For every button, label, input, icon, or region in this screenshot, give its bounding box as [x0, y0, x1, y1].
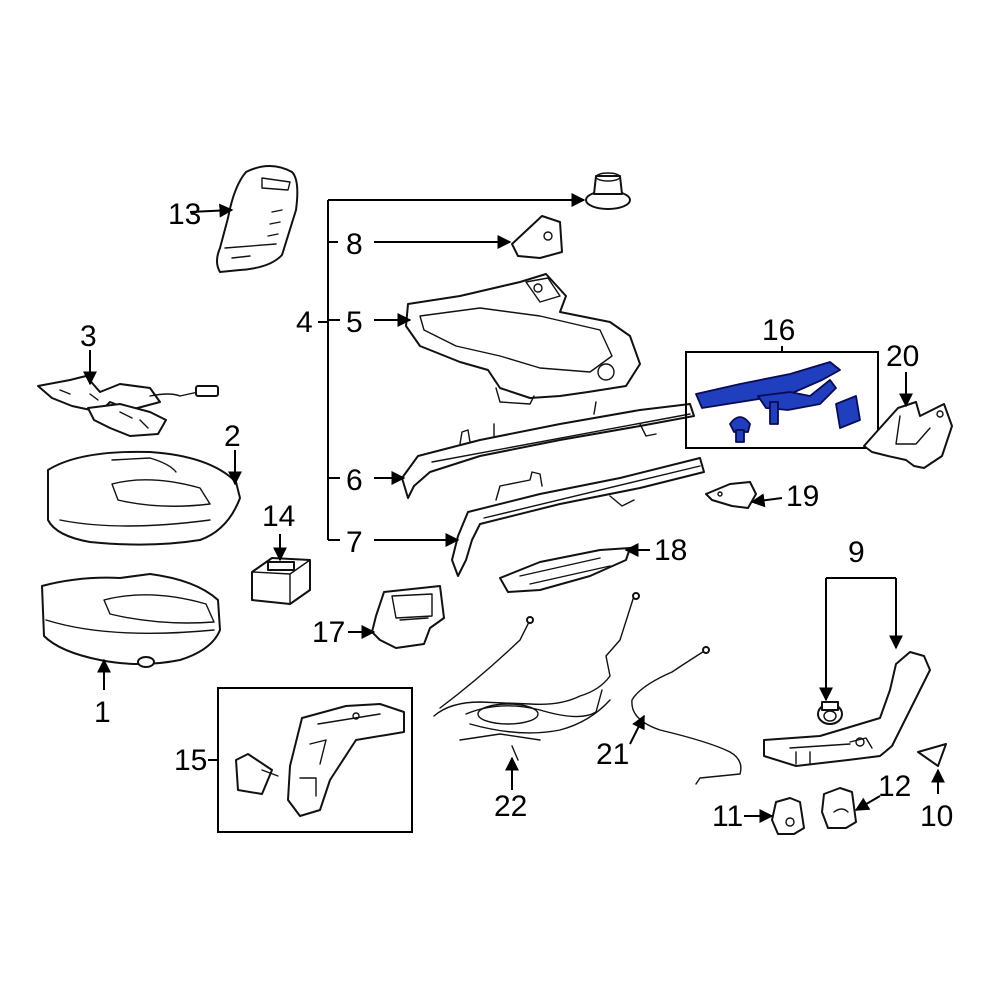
- callout-20[interactable]: 20: [886, 340, 919, 373]
- callout-7[interactable]: 7: [346, 526, 363, 559]
- callout-19[interactable]: 19: [786, 480, 819, 513]
- callout-9[interactable]: 9: [848, 536, 865, 569]
- part-14-control-module[interactable]: [251, 557, 311, 605]
- callout-18[interactable]: 18: [654, 534, 687, 567]
- callout-14[interactable]: 14: [262, 500, 295, 533]
- part-3-heater-mat[interactable]: [37, 375, 219, 437]
- part-8-bracket[interactable]: [511, 215, 563, 259]
- part-18-tray[interactable]: [499, 547, 631, 593]
- callout-6[interactable]: 6: [346, 464, 363, 497]
- callout-21[interactable]: 21: [596, 738, 629, 771]
- callout-4[interactable]: 4: [296, 306, 313, 339]
- callout-13[interactable]: 13: [168, 198, 201, 231]
- part-1-cushion-pad[interactable]: [41, 573, 221, 668]
- part-20-side-cover[interactable]: [863, 401, 953, 469]
- callout-5[interactable]: 5: [346, 306, 363, 339]
- callout-22[interactable]: 22: [494, 790, 527, 823]
- callout-17[interactable]: 17: [312, 616, 345, 649]
- callout-10[interactable]: 10: [920, 800, 953, 833]
- part-2-cushion-cover[interactable]: [47, 450, 241, 546]
- part-22-cable-harness[interactable]: [433, 592, 640, 761]
- part-17-bracket[interactable]: [371, 585, 445, 649]
- callout-12[interactable]: 12: [878, 770, 911, 803]
- callout-3[interactable]: 3: [80, 320, 97, 353]
- callout-2[interactable]: 2: [224, 420, 241, 453]
- part-13-back-panel[interactable]: [216, 165, 299, 273]
- part-16-highlighted-parts[interactable]: [695, 361, 861, 443]
- part-5-seat-frame[interactable]: [405, 273, 641, 405]
- callout-1[interactable]: 1: [94, 696, 111, 729]
- part-10-trim[interactable]: [917, 743, 947, 767]
- part-9-knob[interactable]: [817, 701, 843, 725]
- nut[interactable]: [585, 172, 631, 210]
- part-21-cable[interactable]: [631, 646, 742, 785]
- part-11-switch[interactable]: [771, 797, 805, 835]
- callout-8[interactable]: 8: [346, 228, 363, 261]
- part-7-track-rail[interactable]: [451, 457, 705, 577]
- part-15-parts[interactable]: [235, 703, 405, 817]
- callout-16[interactable]: 16: [762, 314, 795, 347]
- part-19-cover[interactable]: [705, 481, 757, 509]
- part-6-track-rail[interactable]: [401, 401, 695, 499]
- part-9-side-shield[interactable]: [763, 651, 931, 767]
- callout-15[interactable]: 15: [174, 744, 207, 777]
- callout-11[interactable]: 11: [712, 800, 743, 833]
- part-12-switch[interactable]: [821, 787, 857, 829]
